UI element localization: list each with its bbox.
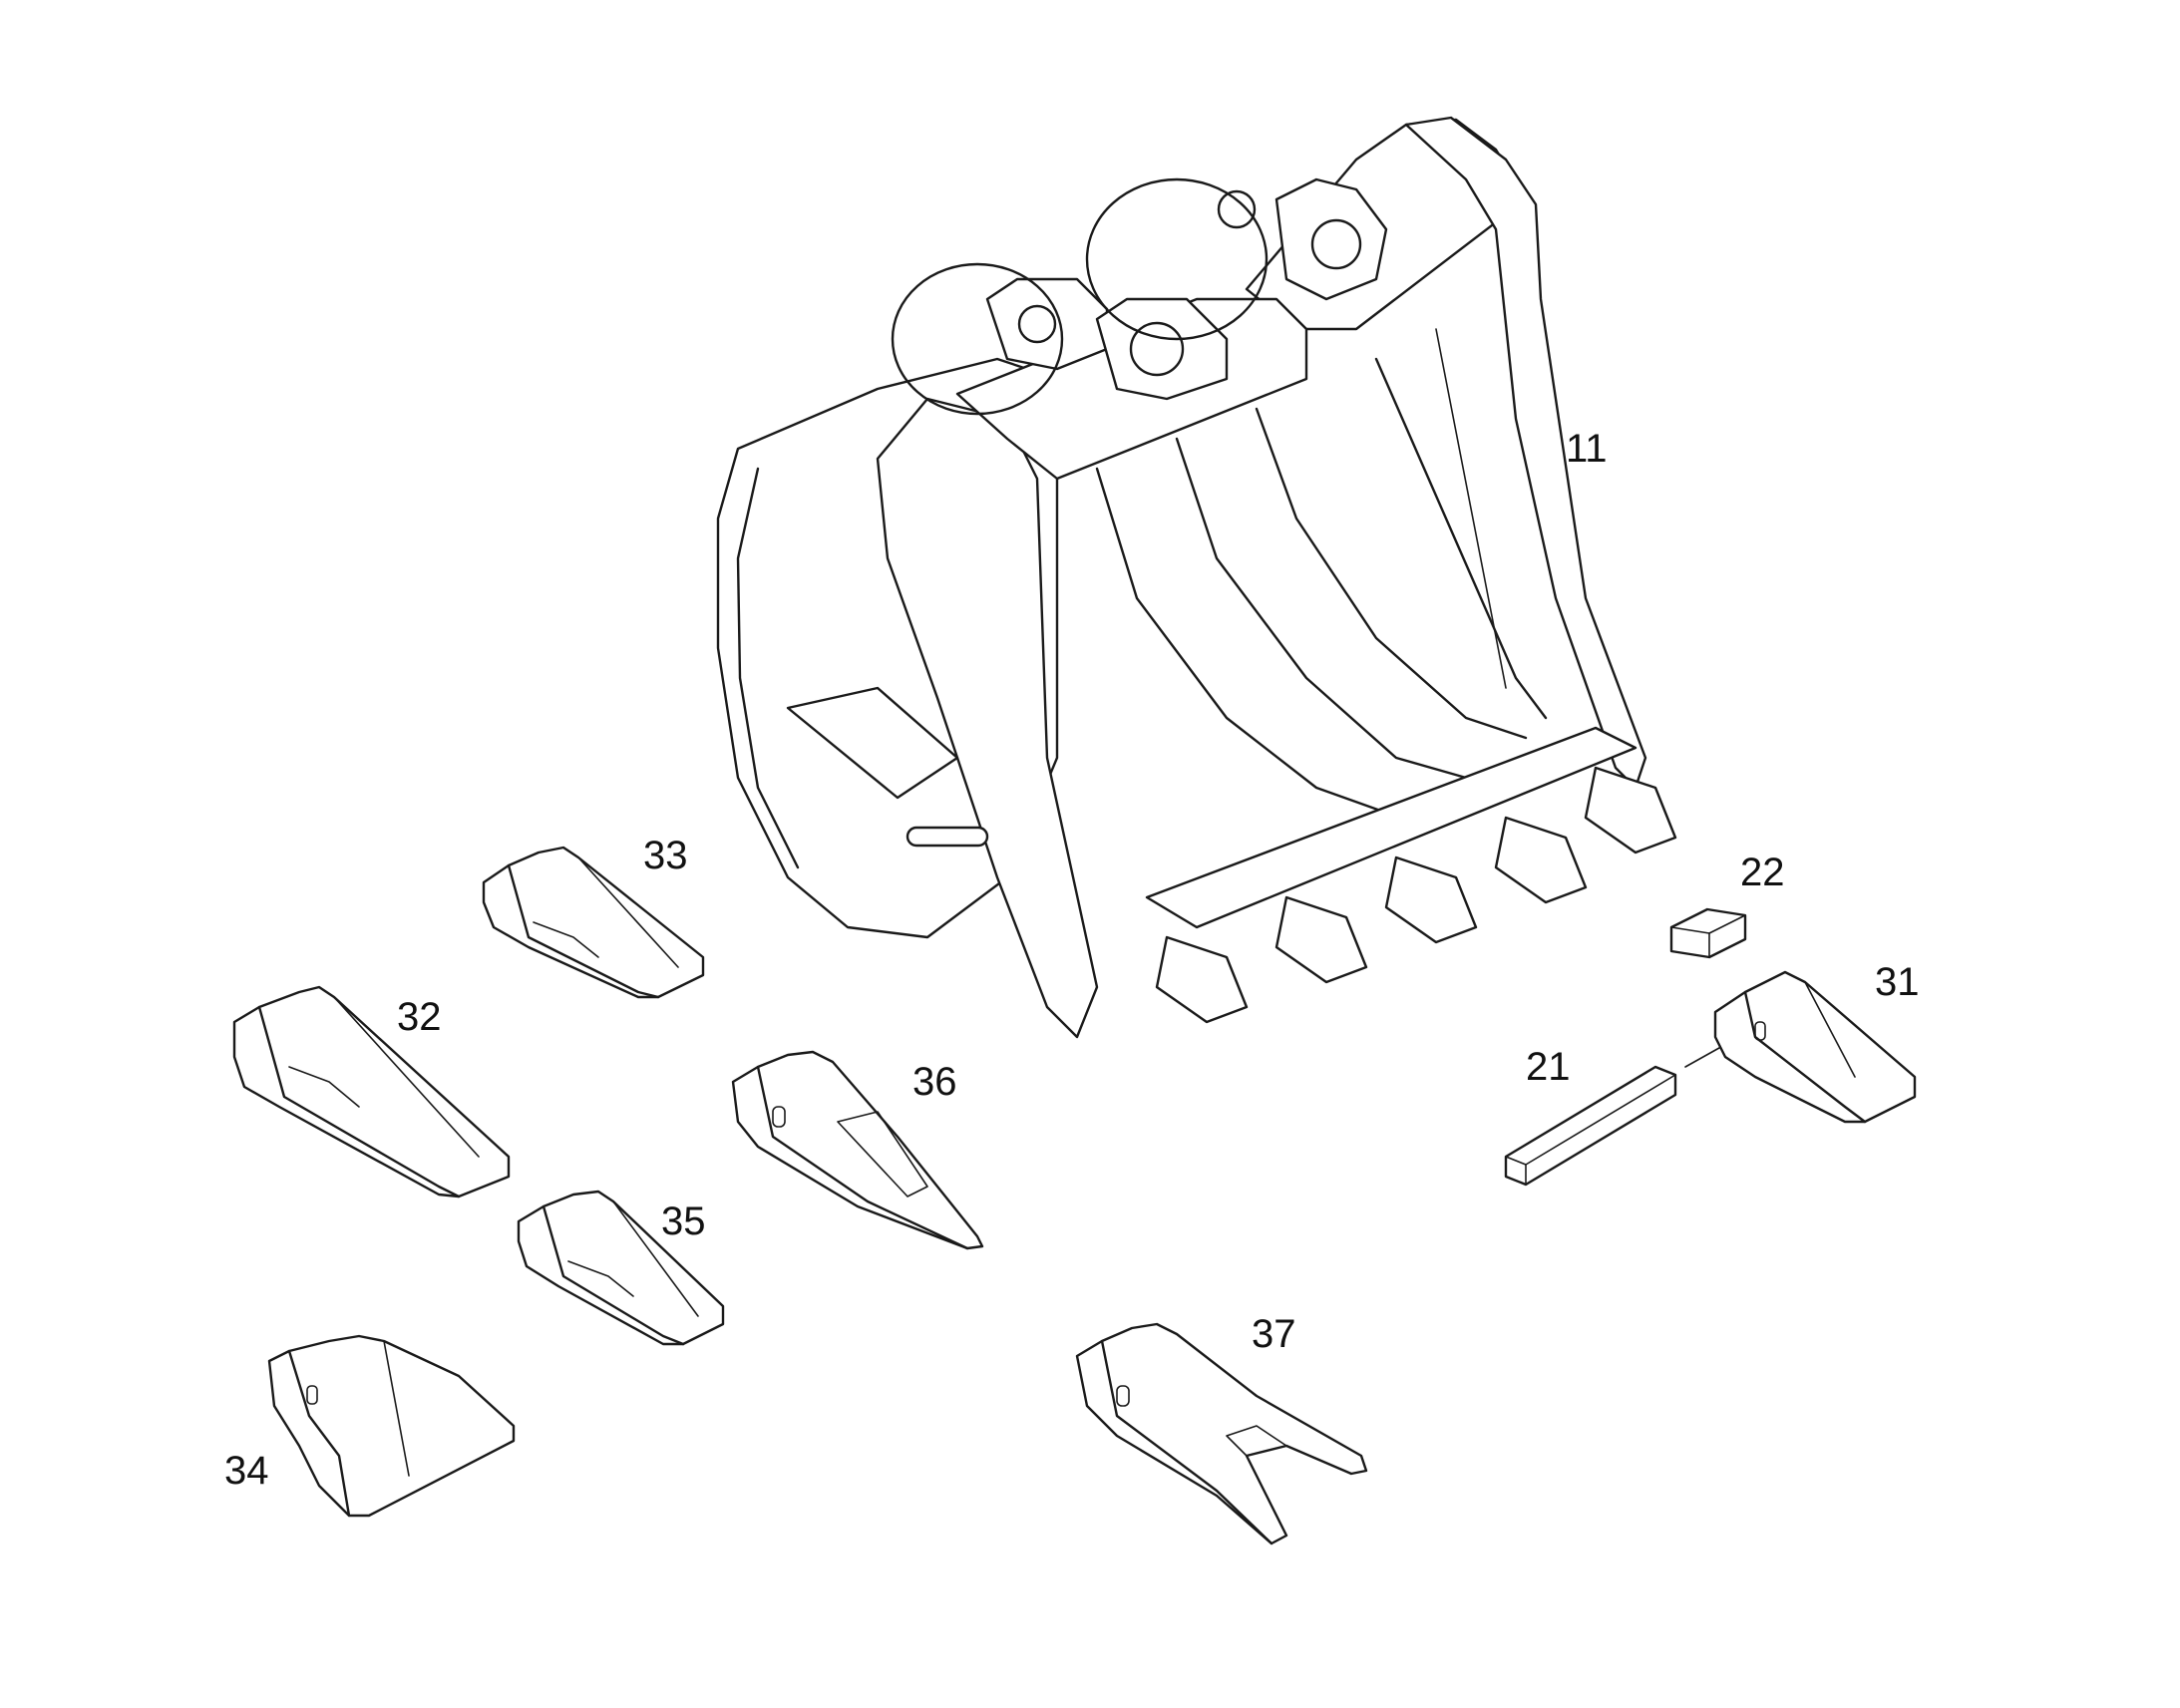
penetration-tooth-part-36[interactable] [731,1050,984,1250]
retainer-pin-part-21[interactable] [1504,1038,1736,1187]
callout-22: 22 [1740,851,1785,894]
bucket-part-11[interactable] [716,116,1677,1039]
tooth-part-33[interactable] [482,846,705,999]
callout-36: 36 [912,1060,957,1104]
callout-35: 35 [661,1199,706,1243]
callout-11: 11 [1566,427,1608,471]
callout-32: 32 [397,995,442,1039]
callout-33: 33 [643,834,688,877]
lock-washer-part-22[interactable] [1669,907,1747,959]
callout-37: 37 [1252,1312,1296,1356]
callout-34: 34 [224,1449,269,1493]
tooth-part-35[interactable] [517,1190,725,1346]
tooth-part-31[interactable] [1713,970,1917,1124]
callout-31: 31 [1875,960,1920,1004]
callout-21: 21 [1526,1045,1571,1089]
tooth-part-32[interactable] [232,985,511,1198]
tooth-part-34[interactable] [267,1334,516,1518]
twin-tiger-tooth-part-37[interactable] [1075,1322,1368,1545]
